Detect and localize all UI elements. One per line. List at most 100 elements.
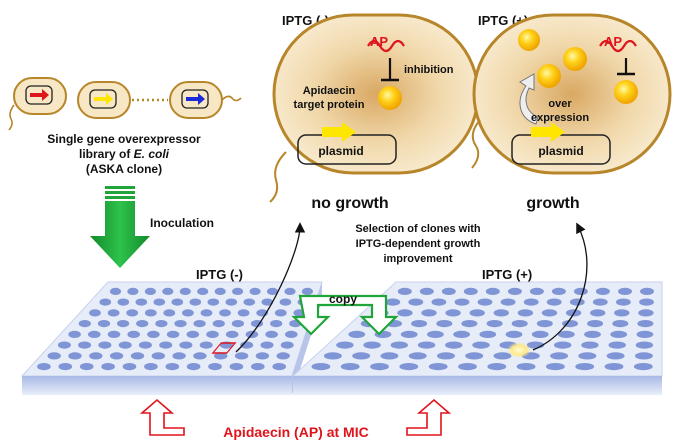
- plasmid-box: [511, 134, 611, 165]
- well: [266, 287, 279, 295]
- well: [214, 352, 228, 360]
- well: [431, 298, 447, 306]
- plate-right-label: IPTG (+): [482, 267, 532, 282]
- well: [411, 320, 428, 328]
- well: [151, 352, 165, 360]
- well: [243, 298, 256, 306]
- well: [165, 363, 180, 371]
- well: [193, 352, 207, 360]
- well: [163, 309, 176, 317]
- inhibition-label: inhibition: [404, 64, 454, 76]
- well: [79, 363, 94, 371]
- selection-line1: Selection of clones with: [355, 223, 481, 235]
- arrow-to-no-growth: [235, 222, 306, 353]
- well: [207, 298, 220, 306]
- well: [616, 298, 631, 306]
- well: [477, 298, 493, 306]
- well: [197, 287, 209, 295]
- selection-line3: improvement: [383, 253, 452, 265]
- inoculation-label: Inoculation: [150, 216, 214, 230]
- well: [89, 309, 101, 317]
- well: [99, 298, 112, 306]
- well: [428, 363, 448, 371]
- arrow-to-growth: [532, 222, 588, 351]
- well: [408, 298, 424, 306]
- ap-peptide: [599, 39, 637, 53]
- well: [493, 352, 512, 360]
- library-cell-2: [77, 81, 131, 119]
- well: [487, 363, 507, 371]
- target-protein: [614, 80, 638, 104]
- well: [232, 287, 244, 295]
- well: [529, 287, 544, 295]
- well: [117, 298, 130, 306]
- copy-label: copy: [329, 292, 357, 306]
- well: [186, 330, 200, 338]
- well: [635, 341, 654, 349]
- well: [240, 341, 254, 349]
- well: [249, 287, 261, 295]
- well: [127, 287, 139, 295]
- well: [153, 298, 166, 306]
- well: [109, 287, 122, 295]
- well: [636, 330, 654, 338]
- well: [493, 309, 509, 317]
- library-line1: Single gene overexpressor: [47, 132, 201, 146]
- well: [479, 330, 497, 338]
- well: [352, 352, 371, 360]
- target-protein: [378, 86, 402, 110]
- cell-growth: [471, 13, 672, 175]
- well: [546, 298, 562, 306]
- well: [427, 330, 444, 338]
- no-growth-label: no growth: [311, 195, 388, 212]
- well: [229, 363, 244, 371]
- well: [516, 363, 536, 371]
- well: [441, 287, 456, 295]
- well: [397, 309, 413, 317]
- well: [144, 309, 157, 317]
- well: [370, 363, 389, 371]
- well: [284, 287, 296, 295]
- plate-left-label: IPTG (-): [196, 267, 243, 282]
- well: [421, 309, 437, 317]
- library-cell-1: [8, 77, 67, 131]
- well: [270, 320, 283, 328]
- well: [172, 352, 186, 360]
- library-line3: (ASKA clone): [86, 162, 162, 176]
- well: [225, 330, 239, 338]
- well: [174, 320, 187, 328]
- well: [144, 287, 156, 295]
- well: [208, 363, 222, 371]
- well: [472, 341, 490, 349]
- target-protein: [537, 64, 561, 88]
- well: [135, 298, 148, 306]
- well: [400, 330, 418, 338]
- well: [144, 363, 158, 371]
- right-ap-label: AP: [604, 34, 622, 49]
- well: [126, 309, 139, 317]
- well: [97, 320, 111, 328]
- well: [336, 341, 354, 349]
- gene-arrow: [531, 122, 565, 142]
- well: [138, 341, 152, 349]
- library-cells: [8, 77, 242, 131]
- well: [117, 320, 130, 328]
- well: [311, 363, 331, 371]
- well: [127, 330, 140, 338]
- well: [608, 341, 626, 349]
- selection-line2: IPTG-dependent growth: [356, 238, 481, 250]
- well: [193, 320, 206, 328]
- well: [399, 363, 419, 371]
- well: [280, 341, 294, 349]
- well: [261, 298, 274, 306]
- well: [507, 287, 522, 295]
- expression-arrow: [519, 73, 539, 125]
- well: [587, 320, 604, 328]
- well: [436, 320, 453, 328]
- well: [581, 341, 599, 349]
- well: [590, 309, 606, 317]
- well: [511, 320, 528, 328]
- plate-left: [20, 281, 323, 395]
- well: [279, 298, 292, 306]
